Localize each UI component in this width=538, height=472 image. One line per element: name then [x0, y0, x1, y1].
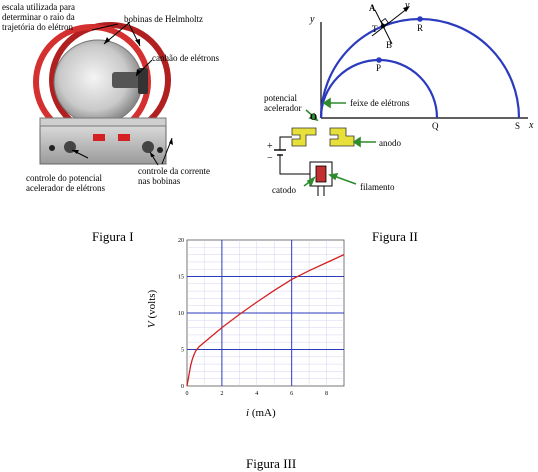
chart-x-tick-label: 0 — [186, 391, 189, 397]
chart-x-tick-label: 8 — [325, 391, 328, 397]
label-helmholtz-coils: bobinas de Helmholtz — [124, 14, 203, 24]
label-P: P — [376, 63, 382, 73]
label-x-axis: x — [529, 120, 534, 131]
label-cathode: catodo — [272, 185, 296, 195]
label-scale-line1: escala utilizada para — [2, 2, 75, 12]
label-current-control-line1: controle da corrente — [138, 166, 210, 176]
figure-3: 0 2 4 6 8 0 5 10 15 20 V (volts) i (mA) — [146, 232, 360, 422]
figure-2: y x v A T B R P O Q S potencial acelerad… — [258, 0, 538, 205]
figure-1: escala utilizada para determinar o raio … — [0, 0, 260, 205]
chart-y-tick-label: 0 — [181, 384, 184, 390]
label-filament: filamento — [360, 182, 395, 192]
label-anode: anodo — [379, 138, 401, 148]
chart-x-tick-label: 6 — [290, 391, 293, 397]
chart-ylabel-var: V — [146, 321, 158, 328]
label-O: O — [310, 112, 318, 122]
chart-y-tick-label: 15 — [178, 275, 184, 281]
chart-x-tick-label: 2 — [220, 391, 223, 397]
label-accel-control: controle do potencial acelerador de elét… — [26, 173, 136, 193]
label-scale-line3: trajetória do elétron — [2, 22, 73, 32]
label-potential: potencial acelerador — [264, 93, 301, 113]
label-potential-line2: acelerador — [264, 103, 302, 113]
label-scale-line2: determinar o raio da — [2, 12, 75, 22]
label-accel-control-line2: acelerador de elétrons — [26, 183, 105, 193]
label-A: A — [369, 3, 376, 13]
label-S: S — [515, 121, 521, 131]
label-accel-control-line1: controle do potencial — [26, 173, 102, 183]
label-electron-gun: canhão de elétrons — [152, 53, 219, 63]
chart-xlabel-var: i — [246, 407, 250, 419]
velocity-arrowhead — [403, 6, 410, 12]
label-minus: − — [267, 153, 273, 164]
label-y-axis: y — [310, 14, 315, 25]
caption-figure-3: Figura III — [246, 456, 297, 471]
point-R — [417, 16, 423, 22]
chart-x-tick-label: 4 — [255, 391, 258, 397]
chart-ylabel: V (volts) — [146, 290, 158, 328]
label-T: T — [372, 24, 378, 34]
trajectory-diagram — [274, 6, 528, 196]
label-scale: escala utilizada para determinar o raio … — [2, 2, 97, 32]
chart-y-tick-label: 5 — [181, 348, 184, 354]
chart-xlabel: i (mA) — [246, 407, 276, 419]
label-current-control: controle da corrente nas bobinas — [138, 166, 248, 186]
velocity-vector — [371, 7, 409, 37]
right-angle-mark — [380, 18, 389, 27]
chart-series-line — [186, 254, 345, 387]
chart-y-tick-label: 20 — [178, 238, 184, 244]
point-P — [376, 57, 382, 63]
label-R: R — [417, 23, 424, 33]
label-B: B — [386, 40, 393, 50]
label-Q: Q — [432, 121, 439, 131]
chart-xlabel-unit: (mA) — [251, 407, 276, 419]
label-beam: feixe de elétrons — [350, 98, 410, 108]
chart-ylabel-unit: (volts) — [146, 289, 158, 319]
label-plus: + — [267, 141, 273, 152]
v-vs-i-chart: 0 2 4 6 8 0 5 10 15 20 — [178, 238, 345, 397]
anode-plates — [291, 127, 355, 147]
chart-y-tick-label: 10 — [178, 311, 184, 317]
label-v: v — [405, 0, 410, 11]
caption-figure-1: Figura I — [92, 229, 134, 244]
helmholtz-apparatus-illustration — [33, 21, 173, 166]
label-potential-line1: potencial — [264, 93, 297, 103]
label-current-control-line2: nas bobinas — [138, 176, 181, 186]
filament-element — [315, 165, 327, 183]
caption-figure-2: Figura II — [372, 229, 418, 244]
